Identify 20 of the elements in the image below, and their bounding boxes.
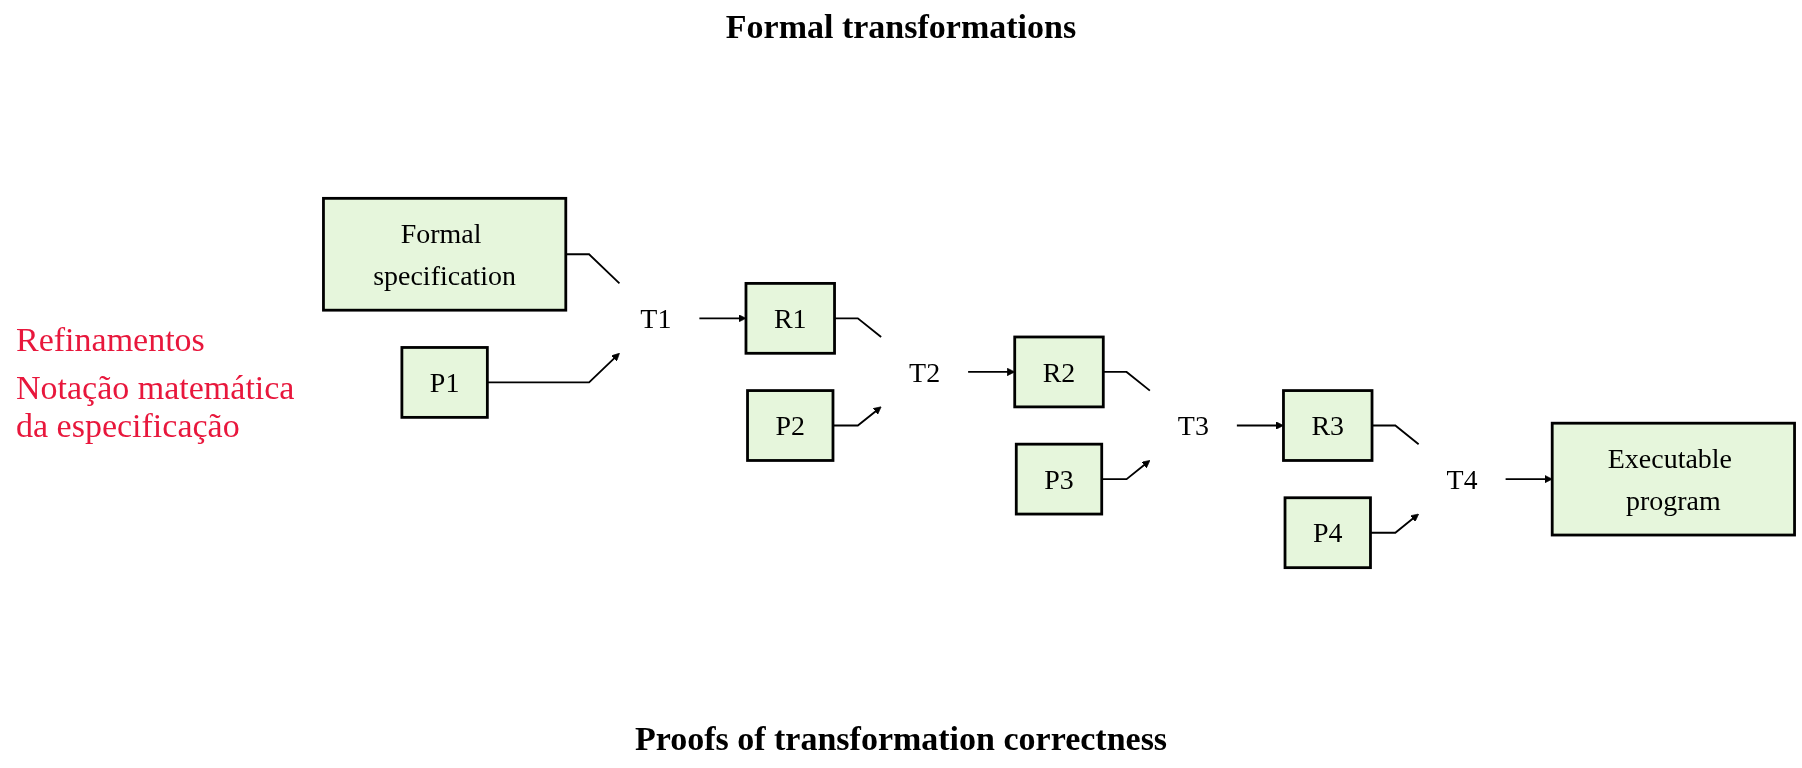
diagram-title: Formal transformations — [725, 8, 1077, 46]
node-text: T1 — [640, 302, 672, 334]
node-text: T2 — [909, 356, 941, 388]
node-text: T4 — [1446, 463, 1478, 495]
arrow — [1235, 421, 1284, 430]
node-box: Executable program — [1550, 421, 1796, 537]
node-box: R2 — [1013, 335, 1105, 409]
node-box: P4 — [1283, 496, 1372, 570]
node-box: Formal specification — [322, 196, 568, 312]
node-box: P3 — [1014, 442, 1104, 516]
node-box: R1 — [744, 282, 836, 355]
node-text: T3 — [1177, 410, 1209, 441]
note-text: Refinamentos — [16, 321, 206, 359]
node-box: P1 — [400, 346, 489, 419]
note-text: Notação matemática da especificação — [16, 369, 296, 445]
node-box: P2 — [746, 389, 835, 462]
arrow — [832, 406, 882, 427]
arrow — [1504, 475, 1553, 484]
diagram-caption: Proofs of transformation correctness — [634, 720, 1168, 758]
node-box: R3 — [1282, 389, 1374, 462]
